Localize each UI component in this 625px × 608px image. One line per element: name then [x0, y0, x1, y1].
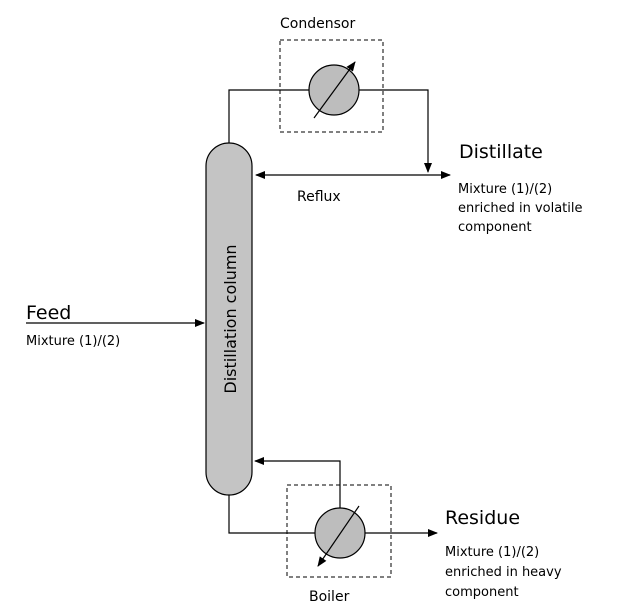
- distillate-label: Distillate: [459, 141, 543, 163]
- column-label: Distillation column: [221, 244, 240, 393]
- distillate-desc-2: enriched in volatile: [458, 201, 583, 216]
- distillate-desc-3: component: [458, 220, 532, 235]
- feed-label: Feed: [26, 302, 71, 324]
- residue-desc-2: enriched in heavy: [445, 565, 562, 580]
- vapor-line: [228, 89, 309, 143]
- boilup-line: [254, 457, 341, 508]
- feed-desc: Mixture (1)/(2): [26, 334, 120, 349]
- residue-desc-3: component: [445, 585, 519, 600]
- reflux-label: Reflux: [297, 189, 341, 205]
- boiler-box: [286, 484, 392, 578]
- condensor-label: Condensor: [280, 16, 355, 32]
- condensor-box: [279, 39, 384, 133]
- condensate-line: [359, 89, 432, 173]
- boiler-diagonal-arrow: [317, 505, 360, 567]
- boiler-label: Boiler: [309, 589, 350, 605]
- distillate-desc-1: Mixture (1)/(2): [458, 182, 552, 197]
- residue-label: Residue: [445, 507, 520, 529]
- bottoms-line: [228, 495, 315, 534]
- residue-desc-1: Mixture (1)/(2): [445, 545, 539, 560]
- condensor-diagonal-arrow: [313, 61, 356, 119]
